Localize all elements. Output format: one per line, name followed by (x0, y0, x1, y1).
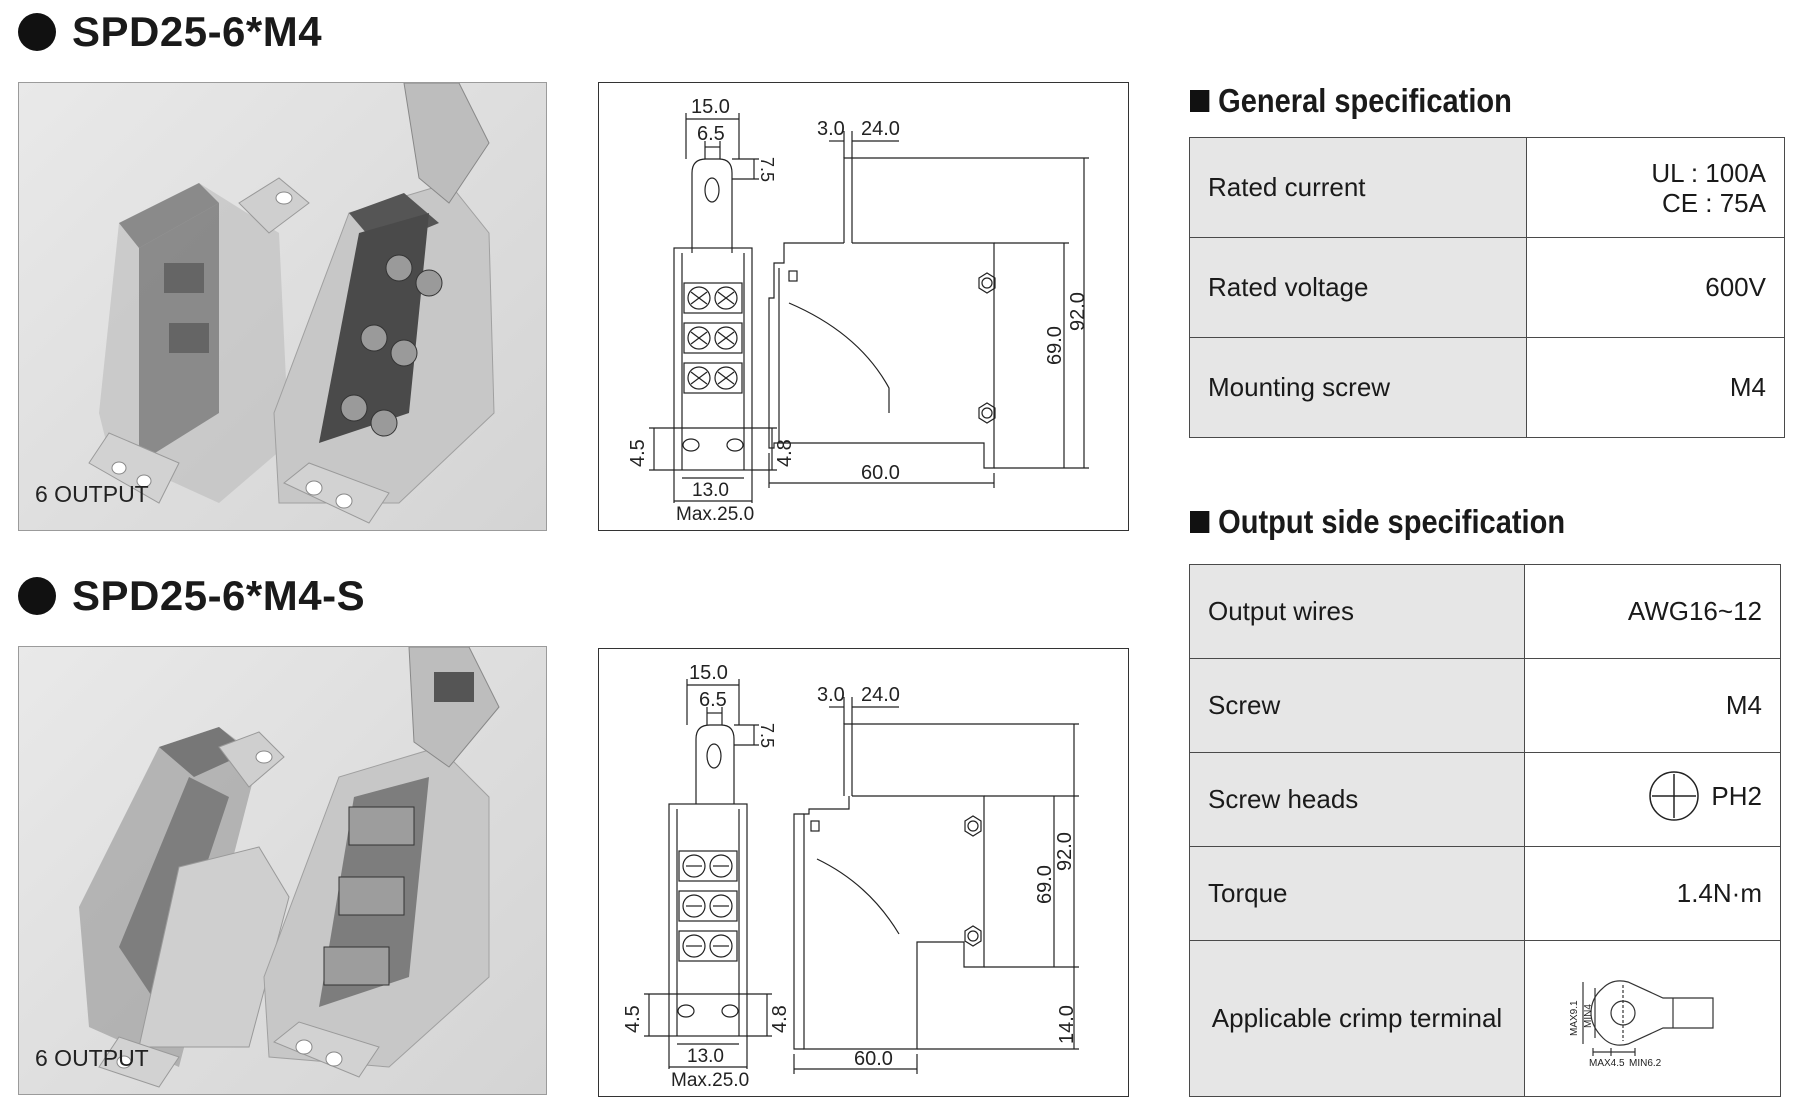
model-title-1: SPD25-6*M4 (18, 8, 322, 56)
dim-base-width: 13.0 (692, 480, 729, 501)
dimension-drawing-svg: 15.0 6.5 7.5 4.5 4.8 13.0 Max.25.0 3.0 2… (627, 96, 1089, 525)
ring-terminal-diagram: MAX9.1 MIN4 MAX4.5 MIN6.2 (1569, 980, 1714, 1069)
dim-height-total: 92.0 (1067, 292, 1089, 331)
product-photo-1: 6 OUTPUT (18, 82, 547, 531)
dim-depth: 60.0 (854, 1048, 893, 1070)
spec-value: MAX9.1 MIN4 MAX4.5 MIN6.2 (1524, 940, 1781, 1097)
terminal-block-photo-illustration (88, 83, 495, 524)
general-spec-heading: General specification (1190, 82, 1512, 120)
output-spec-heading: Output side specification (1190, 503, 1565, 541)
spec-label: Rated voltage (1189, 237, 1527, 338)
table-row: Output wires AWG16~12 (1189, 564, 1781, 659)
spec-value: AWG16~12 (1524, 564, 1781, 659)
table-row: Torque 1.4N·m (1189, 846, 1781, 941)
dim-max-width: Max.25.0 (676, 504, 754, 525)
dim-max-width: Max.25.0 (671, 1070, 749, 1091)
dim-height-inner: 69.0 (1044, 326, 1066, 365)
dim-top-width: 15.0 (689, 662, 728, 684)
bullet-icon (18, 577, 56, 615)
dim-left-foot: 4.5 (622, 1005, 644, 1033)
table-row: Rated current UL : 100A CE : 75A (1189, 137, 1785, 238)
spec-label: Torque (1189, 846, 1525, 941)
spec-label: Screw (1189, 658, 1525, 753)
terminal-dim-d: MIN6.2 (1629, 1058, 1662, 1069)
dim-side-a: 3.0 (817, 684, 845, 706)
table-row: Rated voltage 600V (1189, 237, 1785, 338)
dim-side-a: 3.0 (817, 118, 845, 140)
dim-hole: 6.5 (699, 689, 727, 711)
square-bullet-icon (1190, 90, 1210, 112)
dimension-drawing-2: 15.0 6.5 7.5 4.5 4.8 13.0 Max.25.0 3.0 2… (598, 648, 1129, 1097)
dim-right-foot: 4.8 (769, 1005, 791, 1033)
phillips-screw-head-icon (1649, 771, 1700, 821)
dim-hole: 6.5 (697, 123, 725, 145)
dim-step: 14.0 (1056, 1005, 1078, 1044)
dim-top-gap: 7.5 (757, 157, 777, 182)
terminal-block-photo-illustration (79, 647, 500, 1088)
terminal-dim-c: MAX4.5 (1589, 1058, 1625, 1069)
spec-value: M4 (1526, 337, 1785, 438)
table-row: Screw heads PH2 (1189, 752, 1781, 847)
output-spec-table: Output wires AWG16~12 Screw M4 Screw hea… (1189, 564, 1781, 1097)
terminal-dim-a: MAX9.1 (1569, 1000, 1580, 1036)
spec-value: UL : 100A CE : 75A (1526, 137, 1785, 238)
terminal-dim-b: MIN4 (1583, 1004, 1594, 1028)
output-label: 6 OUTPUT (35, 1045, 149, 1071)
output-label: 6 OUTPUT (35, 481, 149, 507)
dim-top-gap: 7.5 (757, 723, 777, 748)
dimension-drawing-svg: 15.0 6.5 7.5 4.5 4.8 13.0 Max.25.0 3.0 2… (622, 662, 1079, 1091)
spec-value: PH2 (1524, 752, 1781, 847)
square-bullet-icon (1190, 511, 1210, 533)
spec-label: Applicable crimp terminal (1189, 940, 1525, 1097)
dim-left-foot: 4.5 (627, 439, 649, 467)
spec-value: M4 (1524, 658, 1781, 753)
dim-side-b: 24.0 (861, 118, 900, 140)
table-row: Screw M4 (1189, 658, 1781, 753)
spec-label: Screw heads (1189, 752, 1525, 847)
dim-side-b: 24.0 (861, 684, 900, 706)
dim-top-width: 15.0 (691, 96, 730, 118)
dim-height-inner: 69.0 (1034, 865, 1056, 904)
product-photo-2: 6 OUTPUT (18, 646, 547, 1095)
table-row: Applicable crimp terminal MAX9.1 MIN4 (1189, 940, 1781, 1097)
dimension-drawing-1: 15.0 6.5 7.5 4.5 4.8 13.0 Max.25.0 3.0 2… (598, 82, 1129, 531)
general-spec-table: Rated current UL : 100A CE : 75A Rated v… (1189, 137, 1785, 438)
spec-value: 600V (1526, 237, 1785, 338)
spec-label: Rated current (1189, 137, 1527, 238)
spec-value: 1.4N·m (1524, 846, 1781, 941)
spec-label: Output wires (1189, 564, 1525, 659)
dim-right-foot: 4.8 (774, 439, 796, 467)
dim-depth: 60.0 (861, 462, 900, 484)
model-title-2: SPD25-6*M4-S (18, 572, 365, 620)
dim-base-width: 13.0 (687, 1046, 724, 1067)
dim-height-total: 92.0 (1054, 832, 1076, 871)
bullet-icon (18, 13, 56, 51)
table-row: Mounting screw M4 (1189, 337, 1785, 438)
spec-label: Mounting screw (1189, 337, 1527, 438)
